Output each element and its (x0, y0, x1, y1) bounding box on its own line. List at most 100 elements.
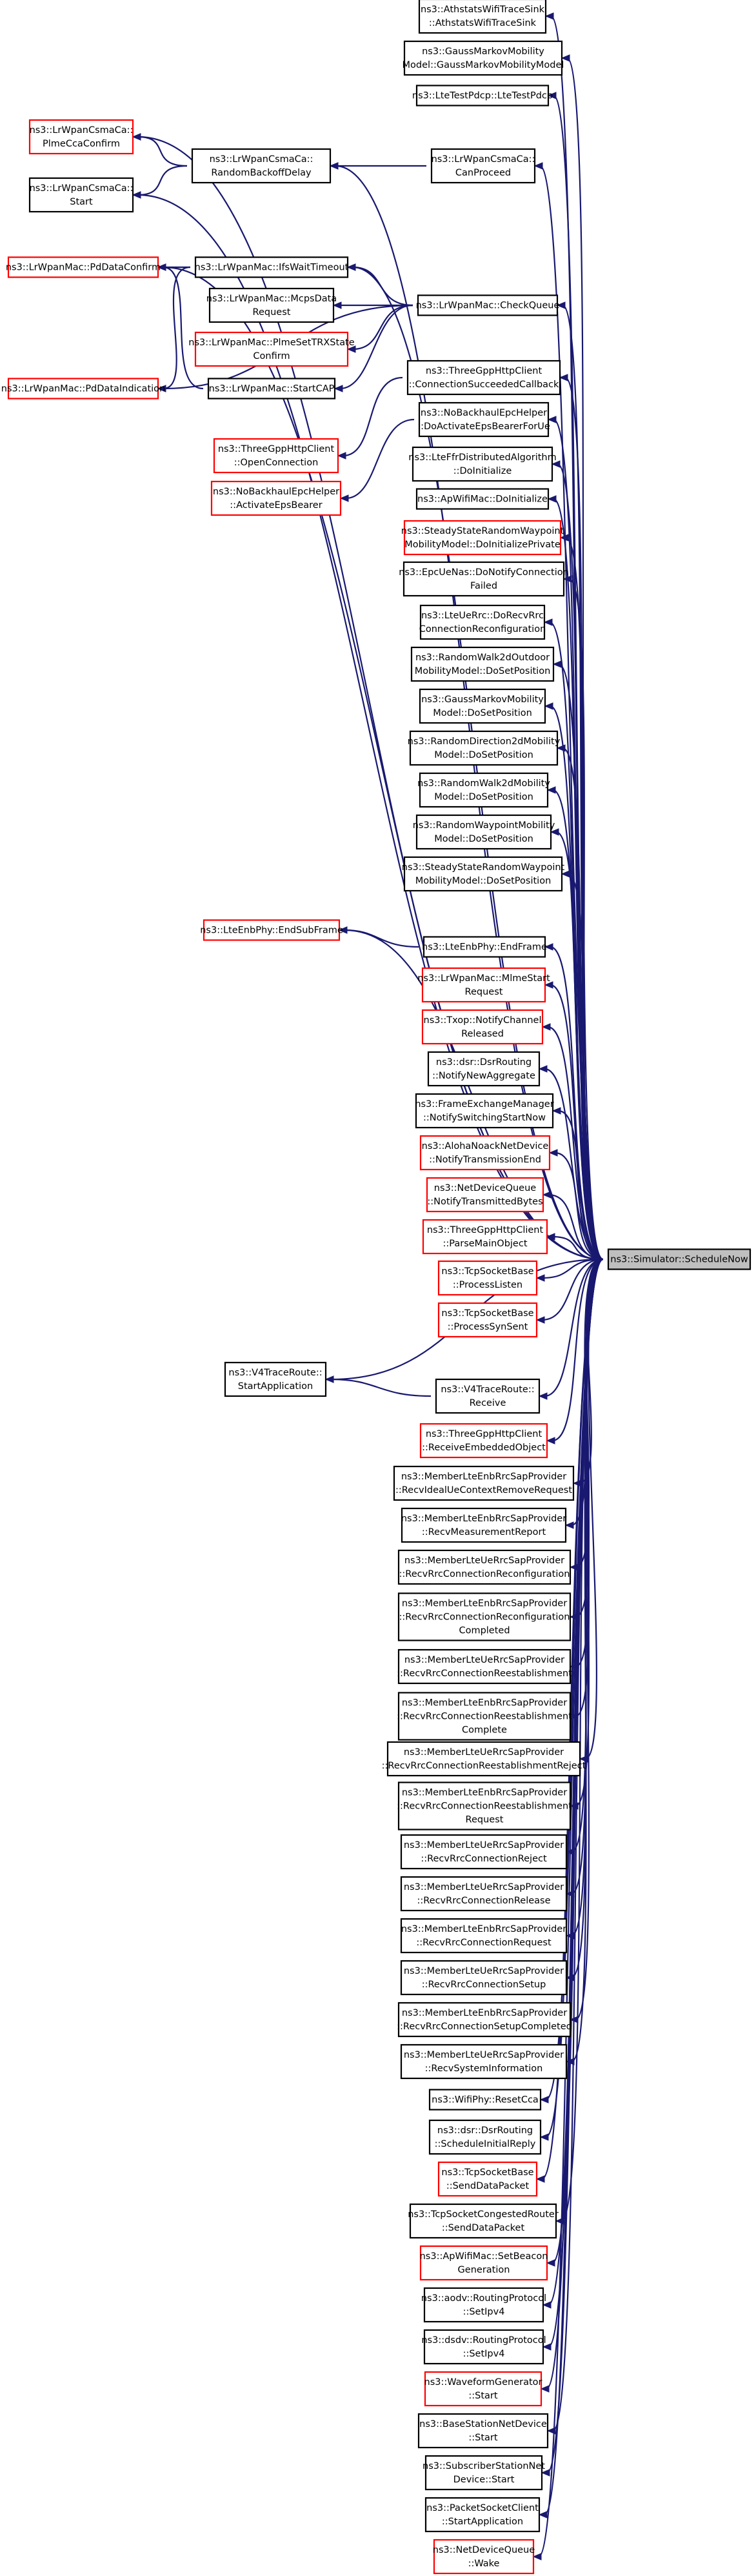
node-label: ::ParseMainObject (443, 1239, 527, 1249)
node-box (421, 967, 546, 1003)
call-edge-arrowhead (339, 494, 349, 502)
call-edge (532, 1258, 604, 2561)
function-node[interactable]: ns3::TcpSocketBase::ProcessListen (437, 1260, 538, 1296)
target-node[interactable]: ns3::Simulator::ScheduleNow (607, 1248, 751, 1270)
function-node[interactable]: ns3::dsr::DsrRouting::ScheduleInitialRep… (428, 2119, 542, 2155)
function-node[interactable]: ns3::LteTestPdcp::LteTestPdcp (412, 85, 553, 106)
call-edge-arrowhead (324, 1375, 334, 1383)
function-node[interactable]: ns3::LrWpanMac::CheckQueue (416, 294, 560, 316)
function-node[interactable]: ns3::NetDeviceQueue::NotifyTransmittedBy… (426, 1177, 544, 1213)
node-label: Completed (459, 1626, 510, 1636)
function-node[interactable]: ns3::ApWifiMac::DoInitialize (415, 488, 550, 510)
function-node[interactable]: ns3::NetDeviceQueue::Wake (433, 2539, 535, 2575)
function-node[interactable]: ns3::SteadyStateRandomWaypointMobilityMo… (402, 856, 565, 892)
function-node[interactable]: ns3::MemberLteUeRrcSapProvider::RecvRrcC… (400, 1960, 568, 1996)
function-node[interactable]: ns3::LrWpanCsmaCa::Start (28, 177, 134, 213)
function-node[interactable]: ns3::RandomDirection2dMobilityModel::DoS… (408, 730, 561, 766)
function-node[interactable]: ns3::MemberLteEnbRrcSapProvider::RecvIde… (393, 1465, 575, 1501)
function-node[interactable]: ns3::V4TraceRoute::StartApplication (224, 1361, 327, 1397)
function-node[interactable]: ns3::MemberLteEnbRrcSapProvider::RecvMea… (401, 1507, 566, 1543)
function-node[interactable]: ns3::LteEnbPhy::EndFrame (422, 936, 547, 958)
function-node[interactable]: ns3::MemberLteEnbRrcSapProvider::RecvRrc… (397, 1692, 572, 1741)
function-node[interactable]: ns3::RandomWaypointMobilityModel::DoSetP… (413, 814, 555, 850)
node-box (422, 1219, 548, 1255)
function-node[interactable]: ns3::AthstatsWifiTraceSink::AthstatsWifi… (418, 0, 547, 34)
function-node[interactable]: ns3::ThreeGppHttpClient::OpenConnection (213, 438, 339, 474)
function-node[interactable]: ns3::dsr::DsrRouting::NotifyNewAggregate (427, 1051, 541, 1087)
function-node[interactable]: ns3::V4TraceRoute::Receive (435, 1378, 541, 1414)
function-node[interactable]: ns3::MemberLteEnbRrcSapProvider::RecvRrc… (397, 1592, 572, 1641)
function-node[interactable]: ns3::dsdv::RoutingProtocol::SetIpv4 (421, 2329, 546, 2365)
function-node[interactable]: ns3::MemberLteEnbRrcSapProvider::RecvRrc… (397, 2002, 572, 2038)
call-edge-arrowhead (538, 2511, 548, 2519)
function-node[interactable]: ns3::aodv::RoutingProtocol::SetIpv4 (421, 2287, 546, 2323)
node-label: ns3::ThreeGppHttpClient (218, 444, 335, 454)
function-node[interactable]: ns3::LrWpanMac::StartCAP (207, 378, 336, 400)
function-node[interactable]: ns3::LrWpanMac::PdDataIndication (1, 378, 165, 400)
call-edge-arrowhead (547, 416, 557, 423)
node-box (397, 1781, 572, 1831)
function-node[interactable]: ns3::SteadyStateRandomWaypointMobilityMo… (401, 520, 564, 556)
function-node[interactable]: ns3::ThreeGppHttpClient::ParseMainObject (422, 1219, 548, 1255)
function-node[interactable]: ns3::LteEnbPhy::EndSubFrame (200, 919, 343, 941)
function-node[interactable]: ns3::LteUeRrc::DoRecvRrcConnectionReconf… (419, 604, 546, 640)
function-node[interactable]: ns3::MemberLteUeRrcSapProvider::RecvRrcC… (400, 1876, 568, 1912)
function-node[interactable]: ns3::MemberLteUeRrcSapProvider::RecvRrcC… (382, 1741, 586, 1777)
function-node[interactable]: ns3::TcpSocketCongestedRouter::SendDataP… (408, 2203, 559, 2239)
function-node[interactable]: ns3::GaussMarkovMobilityModel::GaussMark… (403, 40, 564, 76)
function-node[interactable]: ns3::FrameExchangeManager::NotifySwitchi… (415, 1093, 554, 1129)
node-label: ns3::MemberLteUeRrcSapProvider (404, 1747, 564, 1758)
function-node[interactable]: ns3::MemberLteUeRrcSapProvider::RecvRrcC… (397, 1648, 572, 1685)
node-box (419, 772, 549, 808)
function-node[interactable]: ns3::LrWpanCsmaCa::PlmeCcaConfirm (28, 119, 134, 155)
node-box (423, 936, 546, 958)
node-box (433, 2539, 535, 2575)
call-edge-line (550, 946, 604, 1261)
function-node[interactable]: ns3::GaussMarkovMobilityModel::DoSetPosi… (419, 688, 546, 724)
node-label: Start (70, 197, 93, 207)
node-label: ::ReceiveEmbeddedObject (422, 1443, 546, 1453)
function-node[interactable]: ns3::AlohaNoackNetDevice::NotifyTransmis… (419, 1135, 551, 1171)
node-label: ns3::TcpSocketBase (441, 2167, 533, 2178)
node-label: ::RecvRrcConnectionReestablishment (397, 1668, 572, 1679)
function-node[interactable]: ns3::RandomWalk2dOutdoorMobilityModel::D… (410, 646, 555, 682)
node-label: ns3::dsr::DsrRouting (436, 1057, 532, 1068)
function-node[interactable]: ns3::MemberLteUeRrcSapProvider::RecvSyst… (400, 2044, 568, 2080)
function-node[interactable]: ns3::LteFfrDistributedAlgorithm::DoIniti… (408, 446, 557, 482)
function-node[interactable]: ns3::LrWpanCsmaCa::CanProceed (430, 148, 536, 184)
node-label: Model::DoSetPosition (434, 792, 533, 802)
function-node[interactable]: ns3::PacketSocketClient::StartApplicatio… (424, 2497, 541, 2533)
function-node[interactable]: ns3::RandomWalk2dMobilityModel::DoSetPos… (417, 772, 550, 808)
function-node[interactable]: ns3::MemberLteUeRrcSapProvider::RecvRrcC… (400, 1834, 568, 1870)
function-node[interactable]: ns3::WaveformGenerator::Start (424, 2371, 542, 2407)
function-node[interactable]: ns3::LrWpanCsmaCa::RandomBackoffDelay (191, 148, 332, 184)
function-node[interactable]: ns3::LrWpanMac::IfsWaitTimeout (195, 256, 349, 278)
function-node[interactable]: ns3::LrWpanMac::PdDataConfirm (6, 256, 161, 278)
node-label: ns3::MemberLteEnbRrcSapProvider (401, 1472, 566, 1482)
call-edge-arrowhead (346, 345, 356, 353)
function-node[interactable]: ns3::WifiPhy::ResetCca (428, 2089, 542, 2111)
call-edge-arrowhead (535, 2175, 545, 2183)
function-node[interactable]: ns3::NoBackhaulEpcHelper::ActivateEpsBea… (210, 480, 342, 516)
node-label: ::DoActivateEpsBearerForUe (417, 421, 550, 432)
function-node[interactable]: ns3::TcpSocketBase::ProcessSynSent (437, 1302, 538, 1338)
function-node[interactable]: ns3::BaseStationNetDevice::Start (417, 2413, 549, 2449)
function-node[interactable]: ns3::TcpSocketBase::SendDataPacket (437, 2161, 538, 2197)
function-node[interactable]: ns3::MemberLteEnbRrcSapProvider::RecvRrc… (400, 1918, 568, 1954)
function-node[interactable]: ns3::ThreeGppHttpClient::ConnectionSucce… (406, 360, 561, 396)
function-node[interactable]: ns3::NoBackhaulEpcHelper::DoActivateEpsB… (417, 401, 550, 438)
function-node[interactable]: ns3::ThreeGppHttpClient::ReceiveEmbedded… (419, 1423, 548, 1459)
call-edge-line (566, 873, 604, 1261)
call-edge-arrowhead (541, 1023, 551, 1031)
function-node[interactable]: ns3::MemberLteEnbRrcSapProvider::RecvRrc… (397, 1781, 572, 1831)
call-edge (556, 744, 604, 1261)
node-label: Request (465, 987, 503, 997)
function-node[interactable]: ns3::MemberLteUeRrcSapProvider::RecvRrcC… (397, 1549, 572, 1585)
